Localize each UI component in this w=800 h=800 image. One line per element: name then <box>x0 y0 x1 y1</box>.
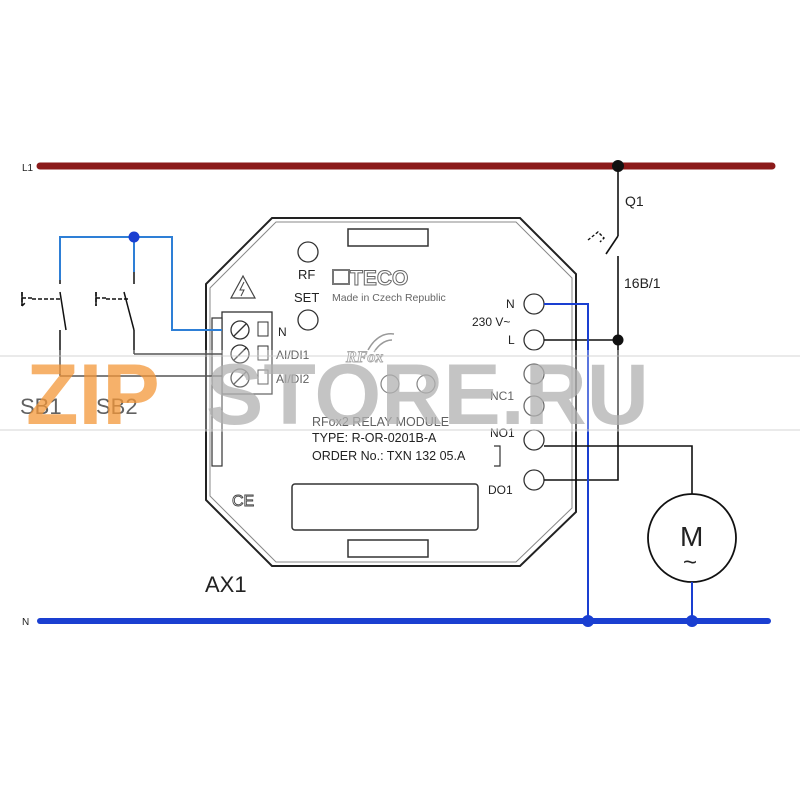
terminal-label-n-right: N <box>506 297 515 311</box>
ce-mark: CE <box>232 493 254 510</box>
motor-letter: M <box>680 521 703 552</box>
terminal-label-do1: DO1 <box>488 483 513 497</box>
q1-label: Q1 <box>625 193 644 209</box>
no1-motor-wire <box>544 445 693 494</box>
q1-contact <box>605 235 619 255</box>
terminal-n[interactable] <box>523 293 545 315</box>
mounting-hole <box>380 374 400 394</box>
watermark: ZIP STORE.RU <box>0 347 800 443</box>
module-title: RFox2 RELAY MODULE <box>312 415 449 429</box>
switch-common-wire <box>59 236 222 331</box>
motor-n-junction <box>686 615 698 627</box>
terminal-socket <box>257 345 269 361</box>
switch-sb1[interactable] <box>21 280 67 376</box>
n-junction <box>582 615 594 627</box>
n-rail-label: N <box>22 617 29 628</box>
set-button[interactable] <box>297 309 319 331</box>
terminal-label-aidi2: AI/DI2 <box>276 372 310 386</box>
device-reference: AX1 <box>205 572 247 597</box>
warning-icon <box>229 274 257 299</box>
supply-voltage-label: 230 V~ <box>472 315 510 329</box>
terminal-do1[interactable] <box>523 469 545 491</box>
rf-led <box>297 241 319 263</box>
terminal-nc1[interactable] <box>523 395 545 417</box>
terminal-screw[interactable] <box>230 320 250 340</box>
n-supply-wire <box>544 303 589 621</box>
relay-contact-icon <box>494 445 501 467</box>
terminal-block-tab <box>211 317 223 467</box>
motor-ac-symbol: ~ <box>683 549 697 576</box>
terminal-screw[interactable] <box>230 368 250 388</box>
sb2-label: SB2 <box>96 394 138 419</box>
teco-subtitle: Made in Czech Republic <box>332 292 446 304</box>
module-order: ORDER No.: TXN 132 05.A <box>312 449 466 463</box>
pushbutton-actuator-icon <box>21 292 60 307</box>
module-type: TYPE: R-OR-0201B-A <box>312 431 437 445</box>
do1-feed-wire <box>544 468 619 481</box>
watermark-band <box>18 350 782 432</box>
terminal-screw[interactable] <box>230 344 250 364</box>
teco-logo: TECO Made in Czech Republic <box>332 267 446 304</box>
teco-brand: TECO <box>350 267 408 290</box>
watermark-text-store: STORE.RU <box>206 347 649 443</box>
left-terminal-block: N AI/DI1 AI/DI2 <box>211 311 310 467</box>
right-terminals: N 230 V~ L NC1 NO1 DO1 <box>472 293 545 497</box>
sb1-label: SB1 <box>20 394 62 419</box>
set-label: SET <box>294 290 319 305</box>
switch-sb2[interactable] <box>95 272 135 354</box>
device-inner-outline <box>209 221 573 563</box>
terminal-label-n: N <box>278 325 287 339</box>
teco-mark-icon <box>332 269 350 285</box>
terminal-socket <box>257 369 269 385</box>
pushbutton-actuator-icon <box>95 292 128 306</box>
rfox-wave-icon <box>367 333 395 353</box>
terminal-label-aidi1: AI/DI1 <box>276 348 310 362</box>
terminal-socket <box>257 321 269 337</box>
watermark-text-zip: ZIP <box>26 347 160 443</box>
rfox-text: RFox <box>345 349 383 366</box>
top-slot <box>347 228 429 247</box>
terminal-label-l: L <box>508 333 515 347</box>
mounting-hole <box>416 374 436 394</box>
q1-rating: 16B/1 <box>624 275 661 291</box>
wire-junction <box>128 231 140 243</box>
bottom-slot <box>347 539 429 558</box>
rfox-logo: RFox <box>345 333 395 366</box>
terminal-spare[interactable] <box>523 363 545 385</box>
label-window <box>291 483 479 531</box>
breaker-actuator-icon <box>587 231 605 243</box>
terminal-label-nc1: NC1 <box>490 389 514 403</box>
l1-rail-label: L1 <box>22 163 34 174</box>
l-feed-junction <box>612 334 624 346</box>
rf-label: RF <box>298 267 315 282</box>
